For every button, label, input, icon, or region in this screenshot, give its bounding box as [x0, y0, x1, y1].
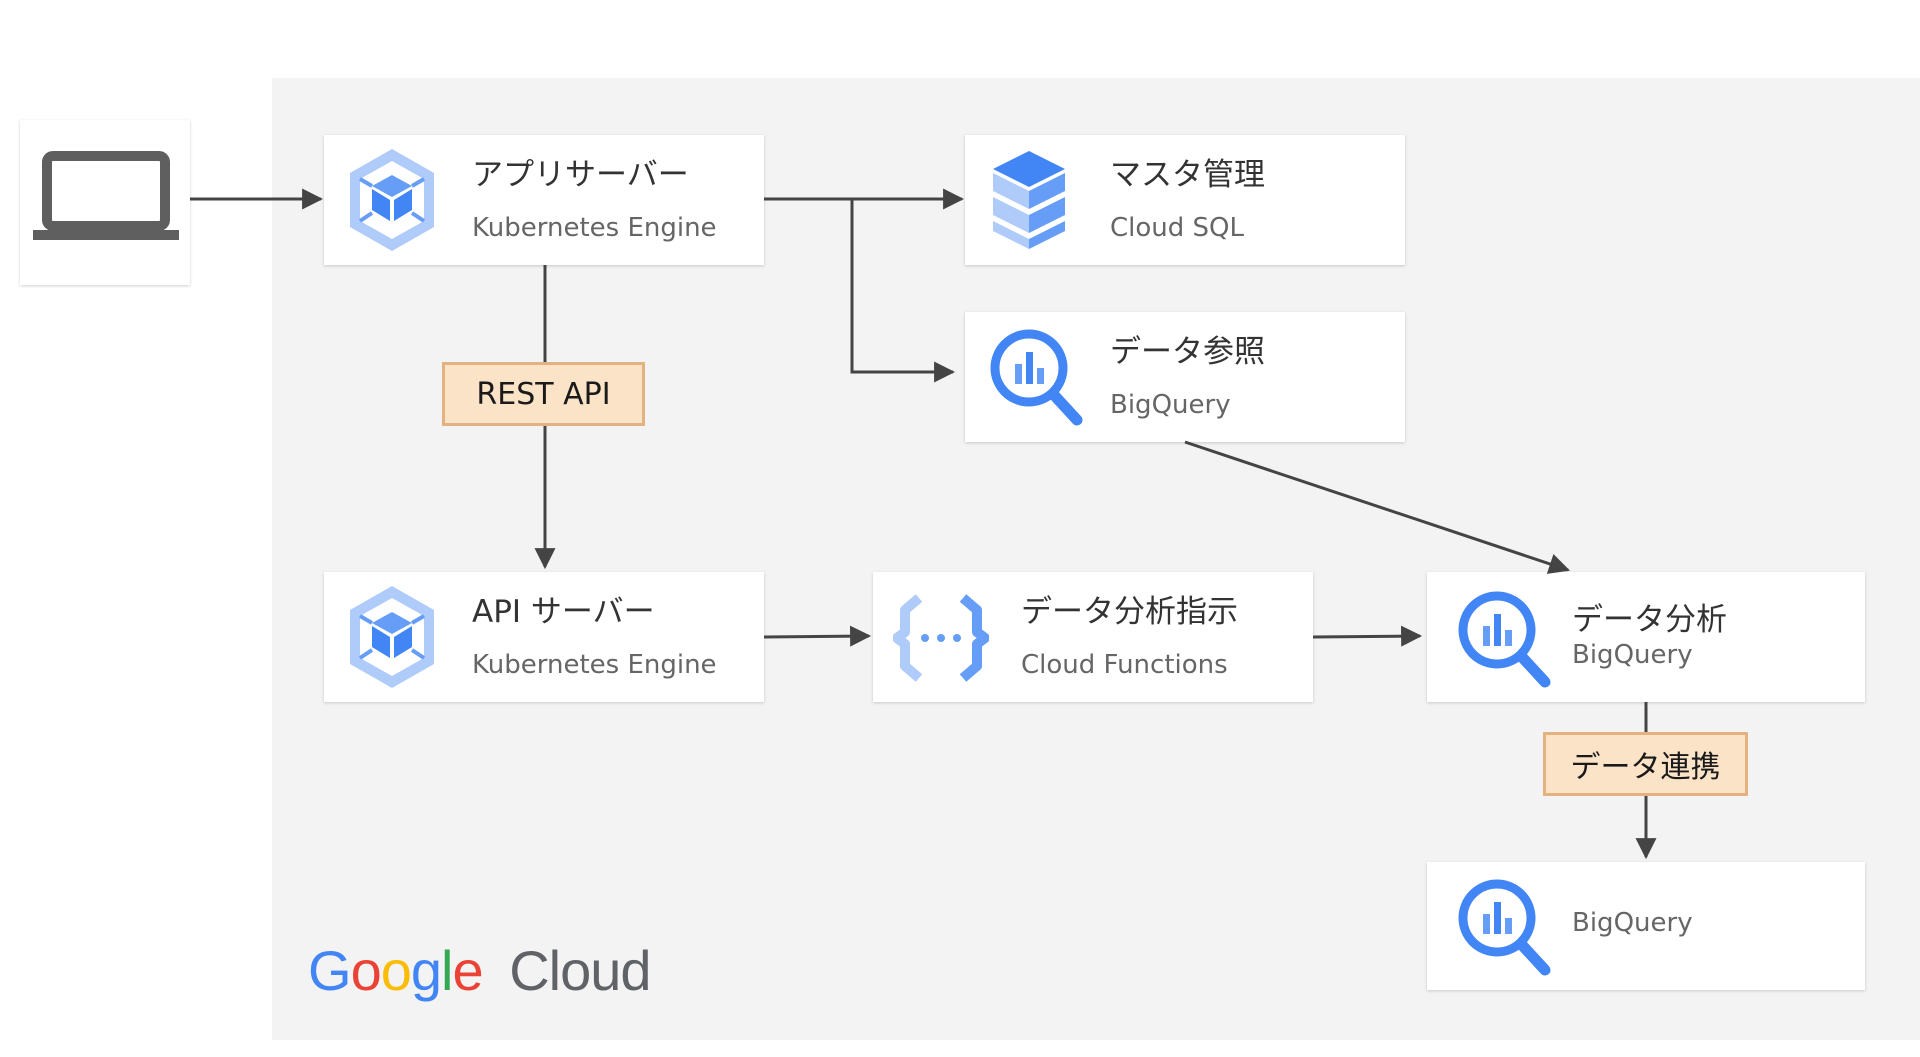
data-ref-title: データ参照	[1110, 334, 1265, 370]
data-analysis-card: データ分析 BigQuery	[1427, 572, 1865, 702]
app-server-subtitle: Kubernetes Engine	[472, 213, 717, 243]
master-mgmt-card: マスタ管理 Cloud SQL	[965, 135, 1405, 265]
logo-letter: l	[441, 939, 453, 1002]
bigquery-dest-subtitle: BigQuery	[1572, 908, 1693, 938]
data-analysis-subtitle: BigQuery	[1572, 640, 1693, 670]
data-ref-subtitle: BigQuery	[1110, 390, 1231, 420]
api-server-title: API サーバー	[472, 594, 655, 630]
cloud-sql-icon	[987, 147, 1071, 255]
analysis-instruction-card: データ分析指示 Cloud Functions	[873, 572, 1313, 702]
rest-api-label: REST API	[442, 362, 645, 426]
app-server-title: アプリサーバー	[472, 157, 689, 193]
google-wordmark: Google	[308, 939, 497, 1002]
logo-letter: o	[380, 939, 412, 1002]
api-server-subtitle: Kubernetes Engine	[472, 650, 717, 680]
cloud-functions-icon	[892, 592, 990, 688]
data-link-label: データ連携	[1543, 732, 1748, 796]
data-ref-card: データ参照 BigQuery	[965, 312, 1405, 442]
kubernetes-engine-icon	[342, 145, 442, 259]
analysis-instruction-title: データ分析指示	[1021, 594, 1238, 630]
api-server-card: API サーバー Kubernetes Engine	[324, 572, 764, 702]
bigquery-icon	[1453, 874, 1557, 988]
master-mgmt-subtitle: Cloud SQL	[1110, 213, 1244, 243]
kubernetes-engine-icon	[342, 582, 442, 696]
cloud-wordmark: Cloud	[509, 939, 651, 1002]
bigquery-icon	[1453, 586, 1557, 700]
analysis-instruction-subtitle: Cloud Functions	[1021, 650, 1228, 680]
data-analysis-title: データ分析	[1572, 602, 1727, 638]
bigquery-dest-card: BigQuery	[1427, 862, 1865, 990]
laptop-icon	[33, 150, 179, 254]
logo-letter: o	[350, 939, 382, 1002]
logo-letter: e	[452, 939, 483, 1002]
master-mgmt-title: マスタ管理	[1110, 157, 1265, 193]
client-device-card	[20, 120, 190, 285]
logo-letter: g	[410, 939, 442, 1002]
logo-letter: G	[308, 939, 352, 1002]
google-cloud-logo: Google Cloud	[308, 938, 652, 1003]
bigquery-icon	[985, 324, 1089, 438]
app-server-card: アプリサーバー Kubernetes Engine	[324, 135, 764, 265]
